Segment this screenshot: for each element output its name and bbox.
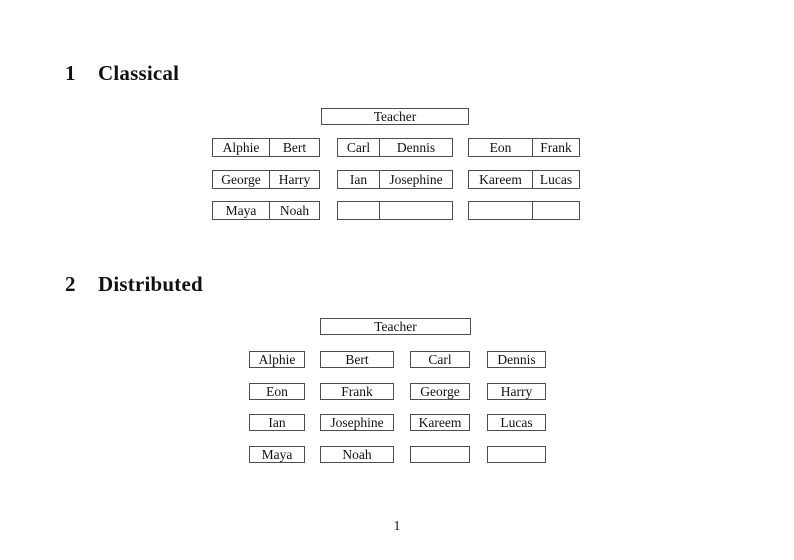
- seat-box: Harry: [487, 383, 546, 400]
- desk-empty: [468, 201, 580, 220]
- seat-box-empty: [487, 446, 546, 463]
- seat-left: Carl: [338, 139, 380, 156]
- page-number: 1: [393, 518, 401, 533]
- seat-right: Lucas: [539, 171, 573, 187]
- seat-left: [338, 202, 380, 219]
- seat-box: Lucas: [487, 414, 546, 431]
- seat-box: George: [410, 383, 470, 400]
- seat-box: Frank: [320, 383, 394, 400]
- seat-left: Eon: [469, 139, 533, 156]
- section-title: Classical: [98, 61, 180, 85]
- seat-right: [533, 202, 579, 219]
- seat-box: Dennis: [487, 351, 546, 368]
- seat-right: [380, 202, 452, 219]
- desk: Eon Frank: [468, 138, 580, 157]
- seat-left: Alphie: [213, 139, 270, 156]
- teacher-box: Teacher: [321, 108, 469, 125]
- desk: George Harry: [212, 170, 320, 189]
- seat-left: Ian: [338, 171, 380, 188]
- seat-box: Carl: [410, 351, 470, 368]
- seat-box: Noah: [320, 446, 394, 463]
- section-heading-classical: 1 Classical: [65, 63, 179, 84]
- teacher-box: Teacher: [320, 318, 471, 335]
- section-number: 1: [65, 61, 76, 85]
- seat-right: Noah: [279, 202, 310, 218]
- desk: Kareem Lucas: [468, 170, 580, 189]
- section-heading-distributed: 2 Distributed: [65, 274, 203, 295]
- seat-right: Josephine: [389, 171, 443, 187]
- section-number: 2: [65, 272, 76, 296]
- seat-right: Bert: [282, 139, 307, 155]
- seat-left: [469, 202, 533, 219]
- desk-empty: [337, 201, 453, 220]
- seat-right: Dennis: [396, 139, 436, 155]
- desk: Alphie Bert: [212, 138, 320, 157]
- seat-left: Kareem: [469, 171, 533, 188]
- seat-box: Josephine: [320, 414, 394, 431]
- desk: Ian Josephine: [337, 170, 453, 189]
- section-title: Distributed: [98, 272, 203, 296]
- seat-box-empty: [410, 446, 470, 463]
- desk: Carl Dennis: [337, 138, 453, 157]
- seat-right: Harry: [278, 171, 311, 187]
- seat-box: Bert: [320, 351, 394, 368]
- seat-box: Alphie: [249, 351, 305, 368]
- seat-box: Maya: [249, 446, 305, 463]
- desk: Maya Noah: [212, 201, 320, 220]
- seat-box: Kareem: [410, 414, 470, 431]
- seat-box: Ian: [249, 414, 305, 431]
- seat-left: George: [213, 171, 270, 188]
- seat-box: Eon: [249, 383, 305, 400]
- seat-left: Maya: [213, 202, 270, 219]
- seat-right: Frank: [540, 139, 572, 155]
